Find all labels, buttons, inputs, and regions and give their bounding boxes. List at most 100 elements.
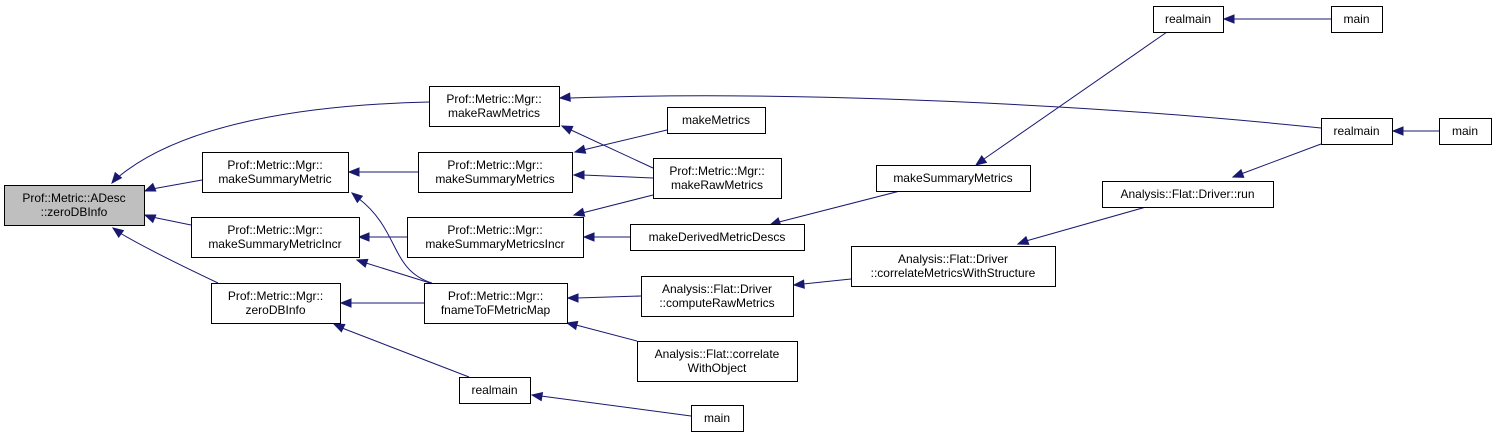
node-label: Prof::Metric::Mgr:: xyxy=(446,92,541,106)
edge-n13-to-n7 xyxy=(565,320,638,342)
arrowhead-icon xyxy=(347,167,360,177)
node-label: zeroDBInfo xyxy=(245,303,305,317)
graph-node[interactable]: main xyxy=(1331,6,1383,33)
graph-node[interactable]: makeDerivedMetricDescs xyxy=(630,224,805,251)
arrowhead-icon xyxy=(1231,168,1245,178)
node-box[interactable] xyxy=(641,276,794,317)
node-box[interactable] xyxy=(1331,6,1383,33)
graph-node[interactable]: Analysis::Flat::Driver::computeRawMetric… xyxy=(641,276,794,317)
node-label: makeRawMetrics xyxy=(671,178,763,192)
node-label: makeSummaryMetric xyxy=(218,172,331,186)
arrowhead-icon xyxy=(111,227,125,238)
node-box[interactable] xyxy=(4,185,145,226)
nodes-layer: Prof::Metric::ADesc::zeroDBInfoProf::Met… xyxy=(4,6,1492,432)
arrowhead-icon xyxy=(1016,235,1030,245)
node-label: main xyxy=(1343,12,1369,26)
graph-node[interactable]: makeSummaryMetrics xyxy=(876,165,1031,192)
node-box[interactable] xyxy=(429,86,560,127)
node-box[interactable] xyxy=(630,224,805,251)
edge-line xyxy=(365,262,431,284)
edge-line xyxy=(581,194,654,214)
edge-line xyxy=(582,174,654,179)
graph-node[interactable]: realmain xyxy=(459,377,531,404)
node-label: makeSummaryMetrics xyxy=(435,172,554,186)
node-box[interactable] xyxy=(459,377,531,404)
node-label: ::computeRawMetrics xyxy=(659,296,774,310)
arrowhead-icon xyxy=(339,298,352,308)
edge-line xyxy=(582,129,668,151)
graph-node[interactable]: makeMetrics xyxy=(667,107,766,134)
edge-line xyxy=(357,197,433,284)
edge-line xyxy=(540,395,692,417)
arrowhead-icon xyxy=(355,258,369,268)
graph-node[interactable]: Prof::Metric::Mgr::makeSummaryMetricsInc… xyxy=(407,217,584,258)
arrowhead-icon xyxy=(582,232,595,242)
graph-node[interactable]: Analysis::Flat::Driver::correlateMetrics… xyxy=(851,246,1056,287)
edge-n4-to-n0 xyxy=(111,227,219,284)
node-label: fnameToFMetricMap xyxy=(441,303,551,317)
arrowhead-icon xyxy=(974,155,988,166)
arrowhead-icon xyxy=(566,293,579,303)
arrowhead-icon xyxy=(350,192,364,204)
edge-n16-to-n12 xyxy=(792,278,852,289)
node-box[interactable] xyxy=(667,107,766,134)
node-box[interactable] xyxy=(418,152,573,193)
graph-node[interactable]: main xyxy=(1439,118,1492,145)
node-label: realmain xyxy=(1165,12,1211,26)
edge-n19-to-n16 xyxy=(1016,206,1147,245)
graph-node-root[interactable]: Prof::Metric::ADesc::zeroDBInfo xyxy=(4,185,145,226)
node-box[interactable] xyxy=(407,217,584,258)
edge-n8-to-n4 xyxy=(332,323,470,378)
edge-line xyxy=(569,95,1322,129)
edge-n11-to-n6 xyxy=(582,232,630,242)
edge-n5-to-n2 xyxy=(347,167,418,177)
edge-n7-to-n4 xyxy=(339,298,424,308)
graph-node[interactable]: Prof::Metric::Mgr::makeSummaryMetricIncr xyxy=(191,217,360,258)
node-box[interactable] xyxy=(637,341,798,382)
node-label: makeSummaryMetrics xyxy=(893,171,1012,185)
node-box[interactable] xyxy=(876,165,1031,192)
node-box[interactable] xyxy=(211,283,341,324)
node-box[interactable] xyxy=(191,217,360,258)
graph-node[interactable]: main xyxy=(691,405,744,432)
edge-n1-to-n0 xyxy=(111,101,430,185)
arrowhead-icon xyxy=(1391,126,1404,136)
arrowhead-icon xyxy=(1222,14,1235,24)
node-box[interactable] xyxy=(851,246,1056,287)
arrowhead-icon xyxy=(530,392,544,402)
node-box[interactable] xyxy=(424,283,568,324)
node-box[interactable] xyxy=(1102,181,1274,208)
graph-node[interactable]: realmain xyxy=(1153,6,1224,33)
node-box[interactable] xyxy=(1321,118,1393,145)
graph-node[interactable]: realmain xyxy=(1321,118,1393,145)
node-label: realmain xyxy=(1333,124,1379,138)
graph-node[interactable]: Prof::Metric::Mgr::fnameToFMetricMap xyxy=(424,283,568,324)
edge-n9-to-n5 xyxy=(573,129,668,154)
edge-n18-to-n1 xyxy=(558,92,1322,129)
graph-node[interactable]: Prof::Metric::Mgr::makeRawMetrics xyxy=(653,158,782,199)
graph-node[interactable]: Prof::Metric::Mgr::zeroDBInfo xyxy=(211,283,341,324)
node-label: Prof::Metric::Mgr:: xyxy=(227,223,322,237)
edge-line xyxy=(151,216,192,226)
edge-line xyxy=(1025,206,1147,242)
node-box[interactable] xyxy=(653,158,782,199)
graph-node[interactable]: Prof::Metric::Mgr::makeRawMetrics xyxy=(429,86,560,127)
node-label: Analysis::Flat::Driver xyxy=(898,252,1008,266)
node-box[interactable] xyxy=(691,405,744,432)
arrowhead-icon xyxy=(111,171,123,185)
node-box[interactable] xyxy=(1439,118,1492,145)
node-label: Prof::Metric::Mgr:: xyxy=(227,158,322,172)
node-label: makeRawMetrics xyxy=(448,106,540,120)
node-label: ::zeroDBInfo xyxy=(41,205,108,219)
graph-node[interactable]: Analysis::Flat::Driver::run xyxy=(1102,181,1274,208)
graph-node[interactable]: Prof::Metric::Mgr::makeSummaryMetric xyxy=(202,152,349,193)
graph-node[interactable]: Prof::Metric::Mgr::makeSummaryMetrics xyxy=(418,152,573,193)
node-label: realmain xyxy=(471,383,517,397)
arrowhead-icon xyxy=(572,170,585,180)
edge-line xyxy=(570,129,654,169)
node-box[interactable] xyxy=(1153,6,1224,33)
edge-line xyxy=(575,324,638,342)
node-box[interactable] xyxy=(202,152,349,193)
